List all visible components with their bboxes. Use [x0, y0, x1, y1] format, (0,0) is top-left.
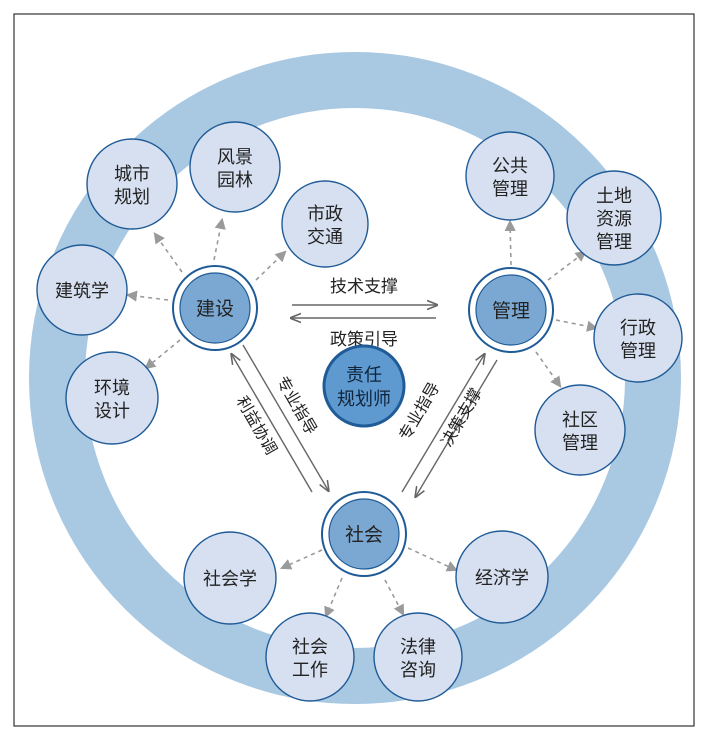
hub-society: 社会: [321, 491, 407, 577]
svg-text:建设: 建设: [196, 298, 234, 320]
svg-text:社会: 社会: [292, 637, 328, 658]
node-urban-planning: 城市 规划: [86, 138, 178, 230]
svg-text:工作: 工作: [292, 660, 328, 681]
node-public-mgmt: 公共 管理: [465, 131, 555, 221]
arrow-build-urban: [153, 232, 183, 273]
svg-text:风景: 风景: [217, 147, 253, 168]
arrow-manage-land: [547, 250, 587, 281]
relation-arrows: [232, 305, 498, 496]
build-arrows: [125, 217, 287, 370]
arrow-manage-admin: [555, 319, 599, 332]
label-decision-support: 决策支撑: [437, 385, 485, 450]
arrow-society-economics: [407, 547, 459, 572]
node-legal-consult: 法律 咨询: [373, 612, 463, 702]
svg-text:行政: 行政: [620, 318, 656, 339]
center-node: 责任 规划师: [322, 344, 406, 428]
node-landscape: 风景 园林: [189, 121, 281, 213]
svg-text:经济学: 经济学: [475, 568, 529, 589]
svg-text:社区: 社区: [562, 410, 598, 431]
svg-text:交通: 交通: [307, 227, 343, 248]
node-env-design: 环境 设计: [65, 351, 159, 445]
hub-manage: 管理: [468, 267, 554, 353]
arrow-society-manage: [401, 355, 484, 493]
node-sociology: 社会学: [183, 531, 277, 625]
svg-text:建筑学: 建筑学: [55, 281, 109, 302]
label-prof-guidance-left: 专业指导: [273, 373, 321, 438]
society-arrows: [279, 547, 459, 619]
arrow-manage-community: [535, 351, 562, 388]
node-municipal-transport: 市政 交通: [281, 180, 369, 268]
svg-text:城市: 城市: [114, 164, 150, 185]
svg-text:社会: 社会: [345, 524, 383, 546]
arrow-build-landscape: [213, 217, 226, 261]
frame-border: [13, 13, 695, 727]
arrow-society-socialwork: [324, 577, 343, 619]
svg-text:环境: 环境: [94, 378, 130, 399]
svg-text:管理: 管理: [596, 232, 632, 253]
svg-text:管理: 管理: [492, 179, 528, 200]
svg-text:管理: 管理: [562, 433, 598, 454]
svg-text:咨询: 咨询: [400, 660, 436, 681]
svg-text:土地: 土地: [596, 186, 632, 207]
arrow-society-build: [232, 355, 313, 493]
svg-text:园林: 园林: [217, 170, 253, 191]
arrow-build-architecture: [125, 290, 169, 302]
svg-text:市政: 市政: [307, 204, 343, 225]
label-tech-support: 技术支撑: [330, 277, 398, 297]
arrow-build-env: [144, 339, 181, 370]
svg-text:法律: 法律: [400, 637, 436, 658]
node-architecture: 建筑学: [36, 244, 128, 336]
node-admin-mgmt: 行政 管理: [593, 293, 683, 383]
svg-text:社会学: 社会学: [203, 569, 257, 590]
svg-text:规划师: 规划师: [337, 389, 391, 410]
manage-arrows: [504, 219, 599, 388]
svg-text:管理: 管理: [492, 300, 530, 322]
hub-build: 建设: [172, 265, 258, 351]
arrow-build-society: [242, 344, 328, 490]
svg-text:设计: 设计: [94, 401, 130, 422]
arrow-society-sociology: [279, 549, 323, 570]
arrow-manage-public: [504, 219, 516, 266]
svg-text:责任: 责任: [346, 365, 382, 386]
node-social-work: 社会 工作: [265, 612, 355, 702]
svg-text:资源: 资源: [596, 209, 632, 230]
arrow-manage-society: [416, 359, 498, 496]
svg-text:规划: 规划: [114, 187, 150, 208]
node-land-resource-mgmt: 土地 资源 管理: [566, 170, 662, 266]
svg-text:管理: 管理: [620, 341, 656, 362]
arrow-society-legal: [384, 579, 405, 616]
arrow-build-municipal: [255, 250, 287, 281]
node-community-mgmt: 社区 管理: [534, 384, 626, 476]
node-economics: 经济学: [455, 530, 549, 624]
svg-text:公共: 公共: [492, 156, 528, 177]
label-policy-guidance: 政策引导: [330, 330, 398, 350]
